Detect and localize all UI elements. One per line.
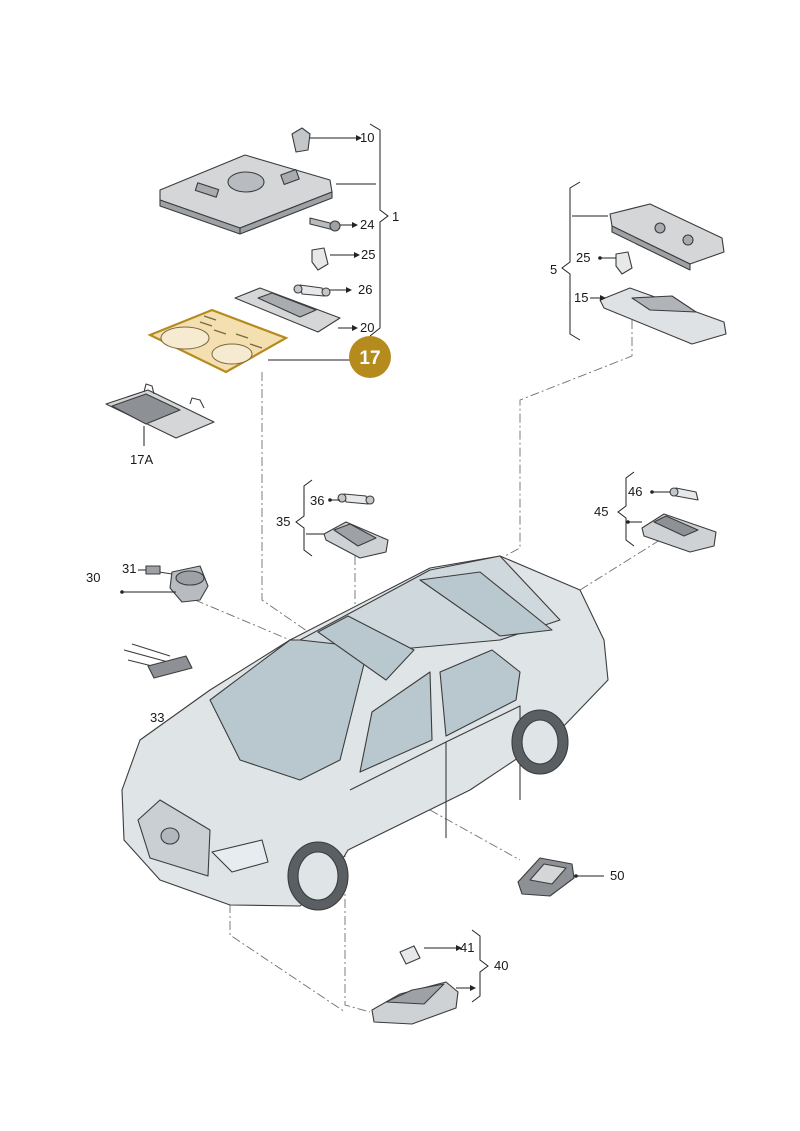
wiring-part-33[interactable]: [123, 643, 193, 679]
label-40: 40: [494, 958, 508, 973]
label-31: 31: [122, 561, 136, 576]
label-1: 1: [392, 209, 399, 224]
label-5: 5: [550, 262, 557, 277]
horn-part-30[interactable]: [169, 565, 209, 603]
car-illustration: [121, 555, 609, 911]
roof-console-assembly[interactable]: [159, 154, 333, 235]
connector-part-31[interactable]: [145, 565, 173, 575]
label-25-top: 25: [361, 247, 375, 262]
label-50: 50: [610, 868, 624, 883]
label-10: 10: [360, 130, 374, 145]
label-25-right: 25: [576, 250, 590, 265]
label-20: 20: [360, 320, 374, 335]
lamp-part-35[interactable]: [323, 521, 389, 559]
lamp-part-15[interactable]: [599, 287, 727, 345]
label-30: 30: [86, 570, 100, 585]
bracket-part-35: [295, 479, 313, 557]
highlight-callout-17[interactable]: 17: [349, 336, 391, 378]
bracket-part-40: [471, 929, 489, 1003]
label-15: 15: [574, 290, 588, 305]
label-45: 45: [594, 504, 608, 519]
cover-part-17[interactable]: [147, 308, 289, 374]
lens-part-20[interactable]: [234, 287, 341, 333]
bracket-part-45: [617, 471, 635, 547]
label-24: 24: [360, 217, 374, 232]
housing-part-5[interactable]: [609, 203, 725, 271]
label-17A: 17A: [130, 452, 153, 467]
part-labels: 10 1 24 25 26 20 17A 5 25 15 36 35 46 45…: [86, 130, 642, 973]
bulb-holder-part-10[interactable]: [291, 127, 311, 153]
label-26: 26: [358, 282, 372, 297]
label-41: 41: [460, 940, 474, 955]
label-46: 46: [628, 484, 642, 499]
cover-part-17A[interactable]: [105, 383, 215, 439]
label-35: 35: [276, 514, 290, 529]
lamp-part-45[interactable]: [641, 513, 717, 553]
bulb-part-36[interactable]: [337, 493, 375, 505]
label-33: 33: [150, 710, 164, 725]
bulb-part-46[interactable]: [669, 487, 699, 501]
bracket-part-1: [369, 123, 389, 337]
bulb-part-26[interactable]: [293, 284, 331, 297]
lamp-part-50[interactable]: [517, 857, 575, 897]
leader-lines: [120, 135, 670, 991]
bracket-part-5: [561, 181, 581, 341]
bulb-part-25-top[interactable]: [311, 247, 329, 271]
bulb-part-41[interactable]: [399, 945, 421, 965]
bulb-part-25-right[interactable]: [615, 251, 633, 275]
lamp-part-40[interactable]: [371, 981, 459, 1025]
label-36: 36: [310, 493, 324, 508]
highlight-number: 17: [359, 348, 380, 369]
screw-part-24[interactable]: [309, 217, 341, 232]
